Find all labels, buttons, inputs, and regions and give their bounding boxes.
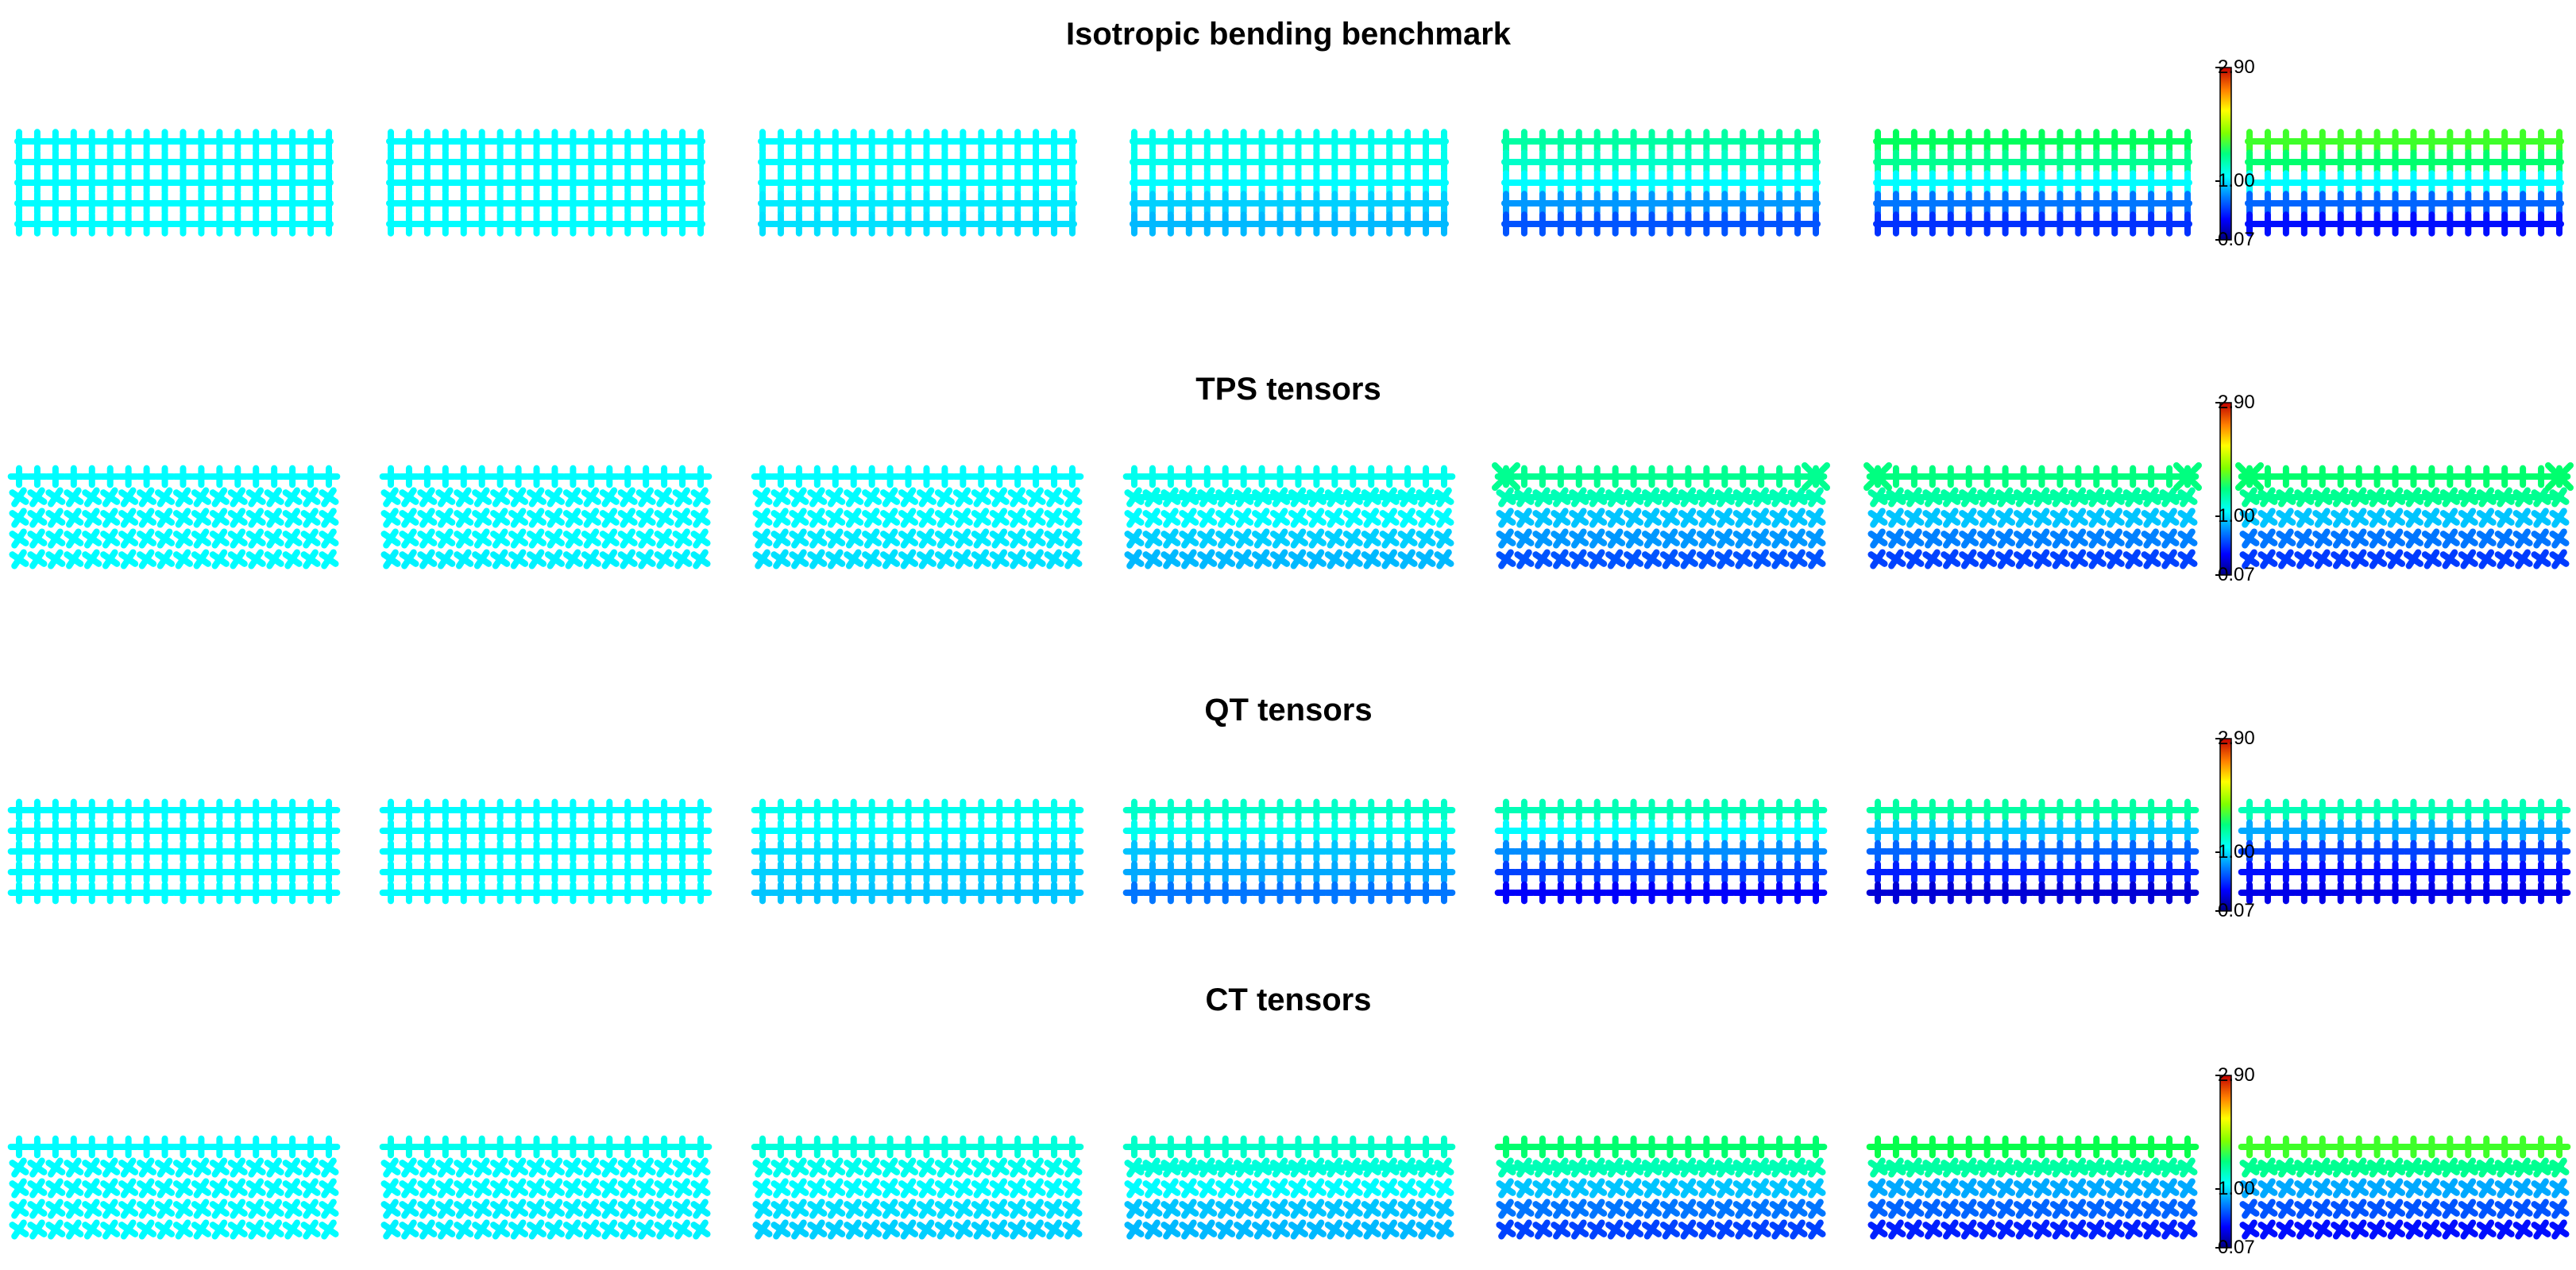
glyph-panel xyxy=(1873,129,2192,237)
colorbar-min-label: 0.07 xyxy=(2218,1237,2255,1258)
glyph-panel xyxy=(1494,1135,1828,1240)
glyph-panel xyxy=(1122,465,1456,569)
glyph-panel xyxy=(2235,462,2574,569)
glyph-panel xyxy=(14,129,334,237)
row-tps: TPS tensors 2.90 1.00 0.07 xyxy=(7,372,2574,585)
colorbar-mid-label: 1.00 xyxy=(2218,1178,2255,1199)
row-title-qt: QT tensors xyxy=(1204,693,1372,728)
colorbar-ct: 2.90 1.00 0.07 xyxy=(2215,1064,2255,1258)
colorbar-min-label: 0.07 xyxy=(2218,229,2255,250)
row-title-isotropic: Isotropic bending benchmark xyxy=(1066,17,1512,52)
glyph-panel xyxy=(386,129,705,237)
panels-qt xyxy=(7,798,2571,905)
colorbar-tps: 2.90 1.00 0.07 xyxy=(2215,392,2255,585)
colorbar xyxy=(2219,1075,2232,1249)
panels-ct xyxy=(7,1135,2571,1240)
glyph-panel xyxy=(751,465,1084,569)
glyph-panel xyxy=(751,1135,1084,1240)
colorbar-mid-label: 1.00 xyxy=(2218,841,2255,863)
glyph-panel xyxy=(1863,462,2202,569)
colorbar-min-label: 0.07 xyxy=(2218,564,2255,585)
row-ct: CT tensors 2.90 1.00 0.07 xyxy=(7,982,2571,1258)
glyph-panel xyxy=(1122,798,1456,905)
colorbar-mid-label: 1.00 xyxy=(2218,505,2255,527)
glyph-panel xyxy=(751,798,1084,905)
colorbar xyxy=(2219,738,2232,912)
row-title-tps: TPS tensors xyxy=(1195,372,1381,407)
glyph-panel xyxy=(1866,1135,2199,1240)
colorbar xyxy=(2219,67,2232,241)
colorbar xyxy=(2219,402,2232,576)
panels-isotropic xyxy=(14,129,2564,237)
glyph-panel xyxy=(1492,462,1830,569)
colorbar-min-label: 0.07 xyxy=(2218,900,2255,921)
panels-tps xyxy=(7,462,2574,569)
glyph-panel xyxy=(1494,798,1828,905)
glyph-panel xyxy=(7,1135,341,1240)
row-title-ct: CT tensors xyxy=(1206,982,1372,1017)
colorbar-qt: 2.90 1.00 0.07 xyxy=(2215,728,2255,921)
glyph-panel xyxy=(2238,1135,2571,1240)
glyph-panel xyxy=(1866,798,2199,905)
glyph-panel xyxy=(379,798,713,905)
row-isotropic: Isotropic bending benchmark 2.90 1.00 0.… xyxy=(14,17,2564,250)
glyph-panel xyxy=(2238,798,2571,905)
colorbar-isotropic: 2.90 1.00 0.07 xyxy=(2215,56,2255,250)
glyph-panel xyxy=(758,129,1077,237)
glyph-panel xyxy=(379,1135,713,1240)
colorbar-max-label: 2.90 xyxy=(2218,392,2255,413)
glyph-panel xyxy=(1122,1135,1456,1240)
glyph-panel xyxy=(1501,129,1821,237)
colorbar-mid-label: 1.00 xyxy=(2218,170,2255,191)
row-qt: QT tensors 2.90 1.00 0.07 xyxy=(7,693,2571,921)
colorbar-max-label: 2.90 xyxy=(2218,56,2255,78)
glyph-panel xyxy=(7,465,341,569)
glyph-panel xyxy=(2245,129,2564,237)
colorbar-max-label: 2.90 xyxy=(2218,728,2255,749)
glyph-panel xyxy=(7,798,341,905)
colorbar-max-label: 2.90 xyxy=(2218,1064,2255,1086)
glyph-panel xyxy=(379,465,713,569)
glyph-panel xyxy=(1130,129,1449,237)
